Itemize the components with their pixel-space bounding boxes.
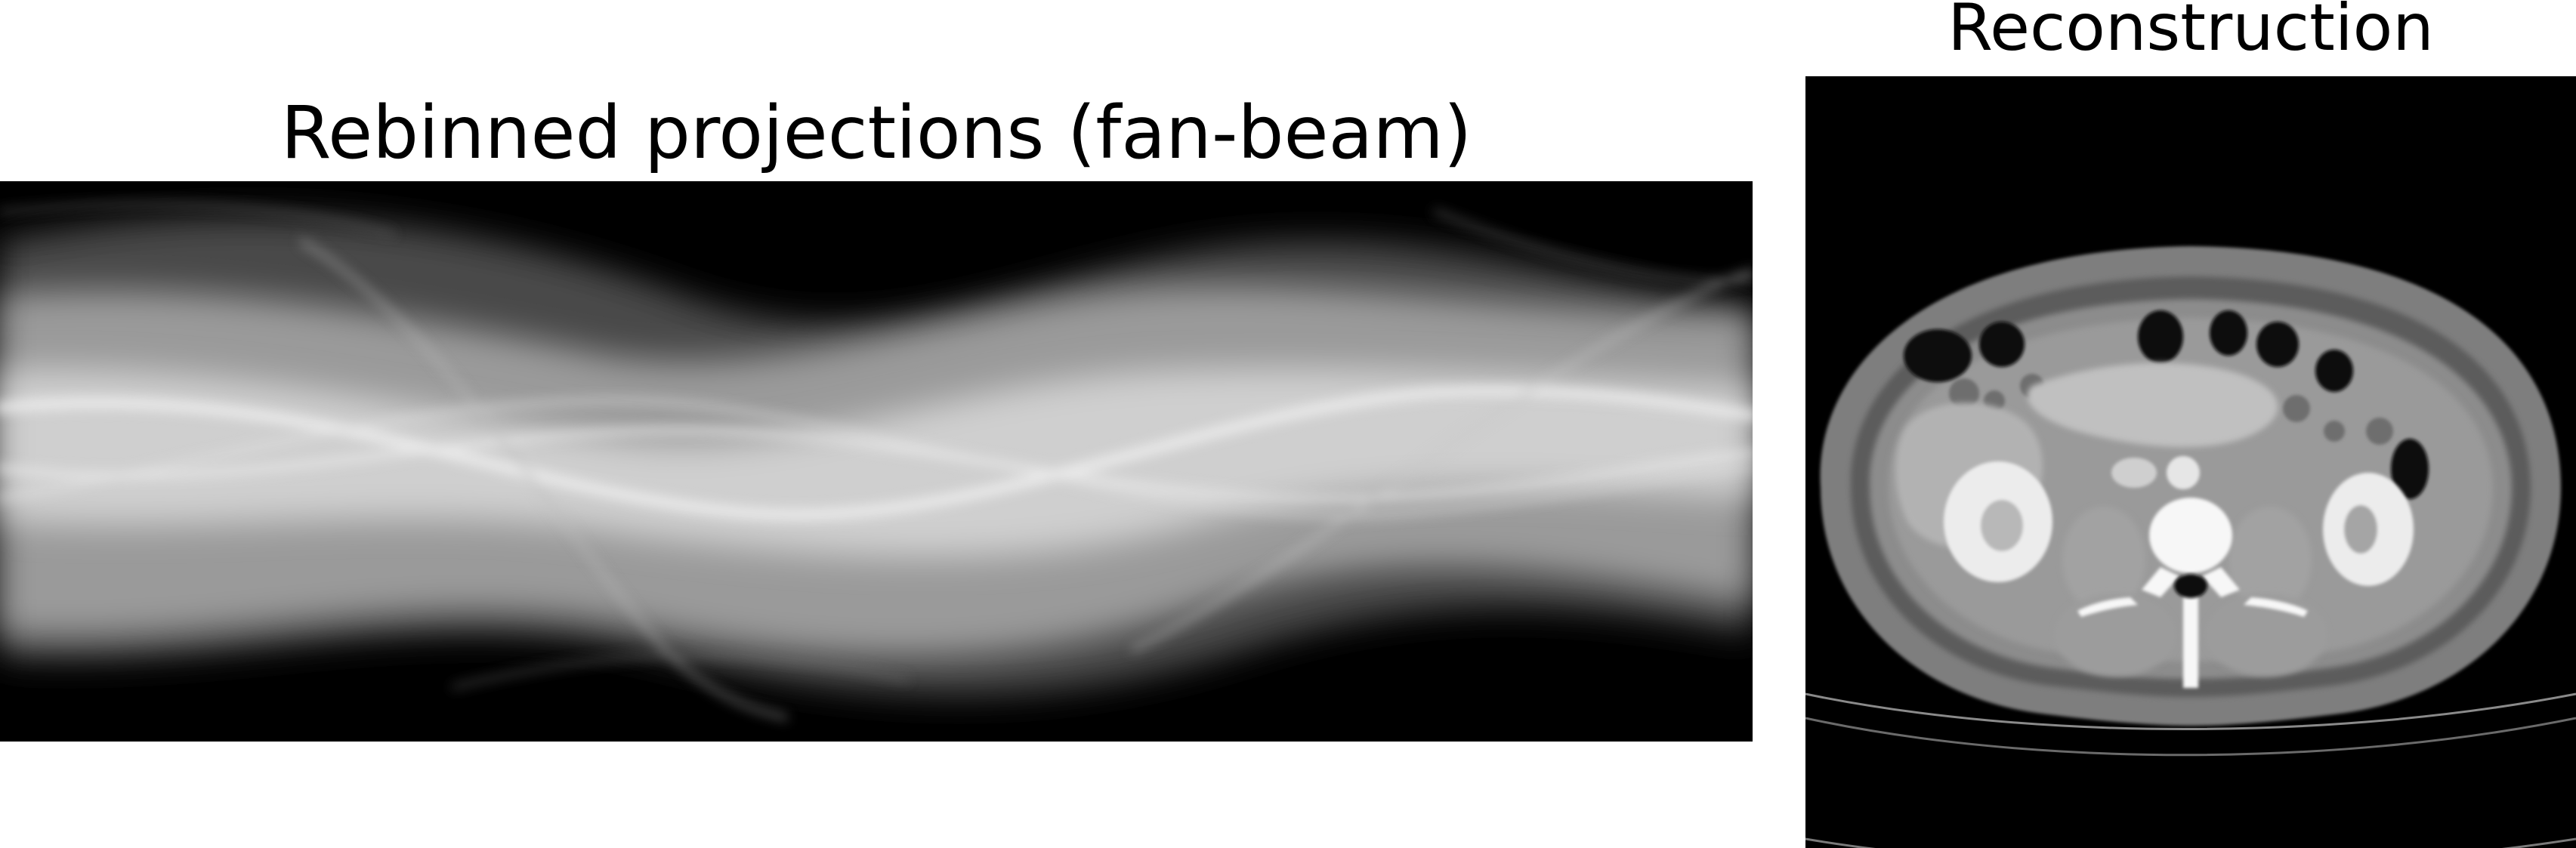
- scanner-table-arcs: [1805, 692, 2576, 848]
- vertebra: [2077, 498, 2308, 688]
- sinogram-image: [0, 181, 1753, 742]
- kidneys: [1944, 461, 2414, 586]
- bowel-gas: [1904, 310, 2429, 499]
- aorta: [2167, 456, 2200, 489]
- reconstruction-image: [1805, 76, 2576, 848]
- reconstruction-title: Reconstruction: [1947, 0, 2434, 66]
- sinogram-title: Rebinned projections (fan-beam): [280, 91, 1472, 175]
